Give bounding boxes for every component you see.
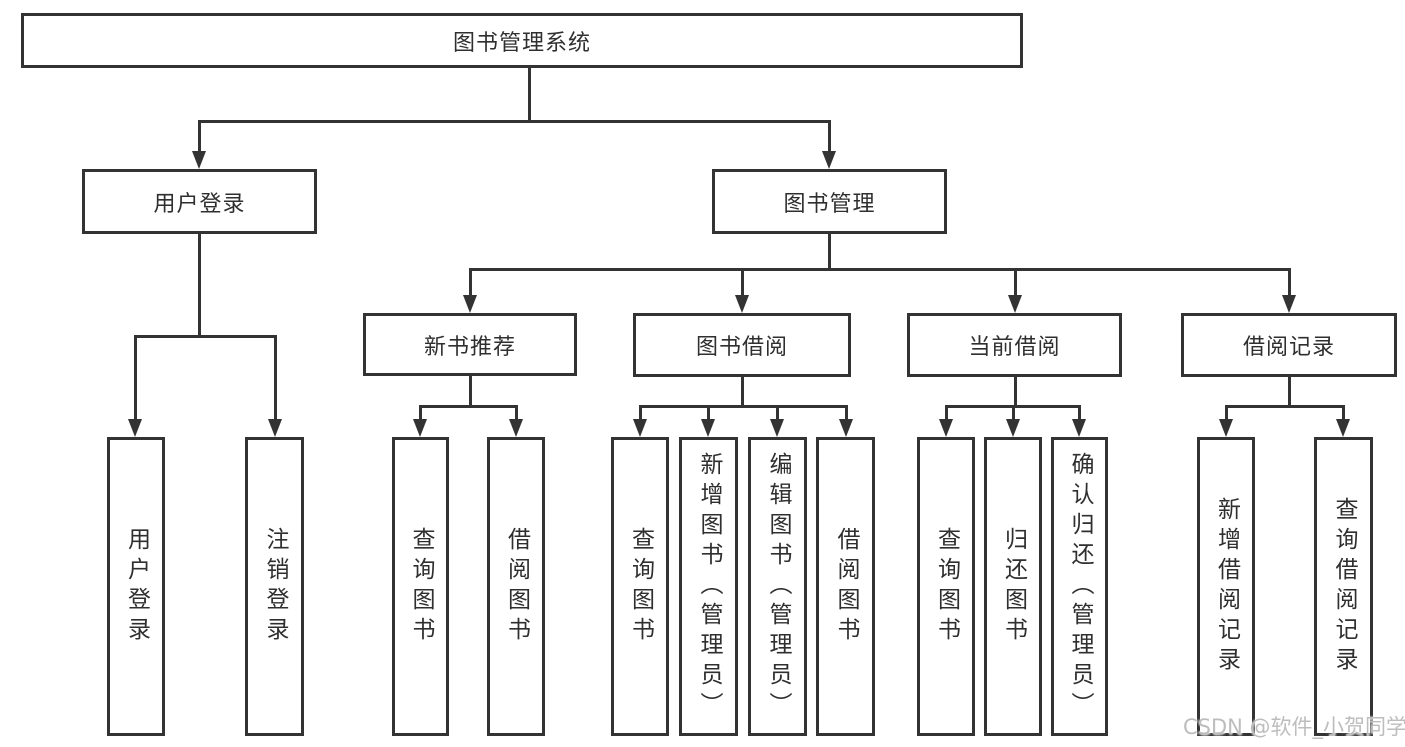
- node-book-borrowing: 图书借阅: [633, 313, 851, 377]
- connector-line: [274, 335, 277, 422]
- connector-line: [469, 375, 472, 408]
- connector-line: [419, 405, 518, 408]
- leaf-query-books-recommend: 查询图书: [392, 437, 449, 736]
- arrowhead-down-icon: [268, 419, 282, 437]
- connector-line: [134, 335, 137, 422]
- leaf-edit-book-admin: 编辑图书（管理员）: [748, 437, 807, 736]
- node-book-borrowing-label: 图书借阅: [695, 335, 788, 360]
- arrowhead-down-icon: [413, 419, 427, 437]
- leaf-logout: 注销登录: [245, 437, 304, 736]
- node-book-management: 图书管理: [712, 169, 947, 234]
- connector-line: [1342, 405, 1345, 422]
- connector-line: [776, 405, 779, 422]
- node-current-borrowing: 当前借阅: [907, 313, 1122, 377]
- connector-line: [1014, 377, 1017, 408]
- arrowhead-down-icon: [770, 419, 784, 437]
- node-user-login-label: 用户登录: [153, 191, 246, 217]
- arrowhead-down-icon: [633, 419, 647, 437]
- node-borrow-records: 借阅记录: [1181, 313, 1397, 377]
- connector-line: [198, 234, 201, 338]
- node-root-label: 图书管理系统: [452, 30, 591, 56]
- leaf-add-book-admin: 新增图书（管理员）: [679, 437, 738, 736]
- node-current-borrowing-label: 当前借阅: [968, 335, 1061, 360]
- arrowhead-down-icon: [1008, 295, 1022, 313]
- connector-line: [1012, 405, 1015, 422]
- connector-line: [469, 268, 472, 298]
- node-book-management-label: 图书管理: [783, 191, 876, 217]
- connector-line: [198, 120, 831, 123]
- arrowhead-down-icon: [735, 295, 749, 313]
- arrowhead-down-icon: [701, 419, 715, 437]
- leaf-query-borrow-record: 查询借阅记录: [1314, 437, 1373, 736]
- leaf-query-books-current: 查询图书: [917, 437, 975, 736]
- connector-line: [639, 405, 642, 422]
- node-root: 图书管理系统: [21, 13, 1023, 68]
- connector-line: [1288, 377, 1291, 408]
- connector-line: [419, 405, 422, 422]
- connector-line: [1014, 268, 1017, 298]
- leaf-add-borrow-record: 新增借阅记录: [1197, 437, 1255, 736]
- node-new-book-recommend-label: 新书推荐: [423, 334, 516, 360]
- arrowhead-down-icon: [128, 419, 142, 437]
- connector-line: [1225, 405, 1228, 422]
- arrowhead-down-icon: [839, 419, 853, 437]
- leaf-query-books-borrowing: 查询图书: [611, 437, 669, 736]
- arrowhead-down-icon: [939, 419, 953, 437]
- connector-line: [1288, 268, 1291, 298]
- connector-line: [741, 377, 744, 408]
- node-user-login: 用户登录: [82, 169, 317, 234]
- leaf-user-login: 用户登录: [107, 437, 165, 736]
- connector-line: [134, 335, 277, 338]
- connector-line: [707, 405, 710, 422]
- connector-line: [828, 120, 831, 155]
- arrowhead-down-icon: [822, 151, 836, 169]
- arrowhead-down-icon: [192, 151, 206, 169]
- connector-line: [845, 405, 848, 422]
- connector-line: [1078, 405, 1081, 422]
- connector-line: [528, 68, 531, 123]
- connector-line: [828, 234, 831, 271]
- connector-line: [1225, 405, 1345, 408]
- arrowhead-down-icon: [463, 295, 477, 313]
- arrowhead-down-icon: [1219, 419, 1233, 437]
- watermark: CSDN @软件_小贺同学: [1183, 715, 1405, 739]
- node-new-book-recommend: 新书推荐: [363, 313, 577, 376]
- leaf-borrow-books-recommend: 借阅图书: [487, 437, 545, 736]
- connector-line: [515, 405, 518, 422]
- arrowhead-down-icon: [509, 419, 523, 437]
- leaf-return-book: 归还图书: [984, 437, 1042, 736]
- arrowhead-down-icon: [1282, 295, 1296, 313]
- node-borrow-records-label: 借阅记录: [1242, 335, 1335, 360]
- leaf-confirm-return-admin: 确认归还（管理员）: [1051, 437, 1108, 736]
- arrowhead-down-icon: [1072, 419, 1086, 437]
- connector-line: [198, 120, 201, 155]
- arrowhead-down-icon: [1336, 419, 1350, 437]
- connector-line: [469, 268, 1291, 271]
- connector-line: [639, 405, 848, 408]
- connector-line: [741, 268, 744, 298]
- connector-line: [945, 405, 948, 422]
- leaf-borrow-books-borrowing: 借阅图书: [816, 437, 875, 736]
- arrowhead-down-icon: [1006, 419, 1020, 437]
